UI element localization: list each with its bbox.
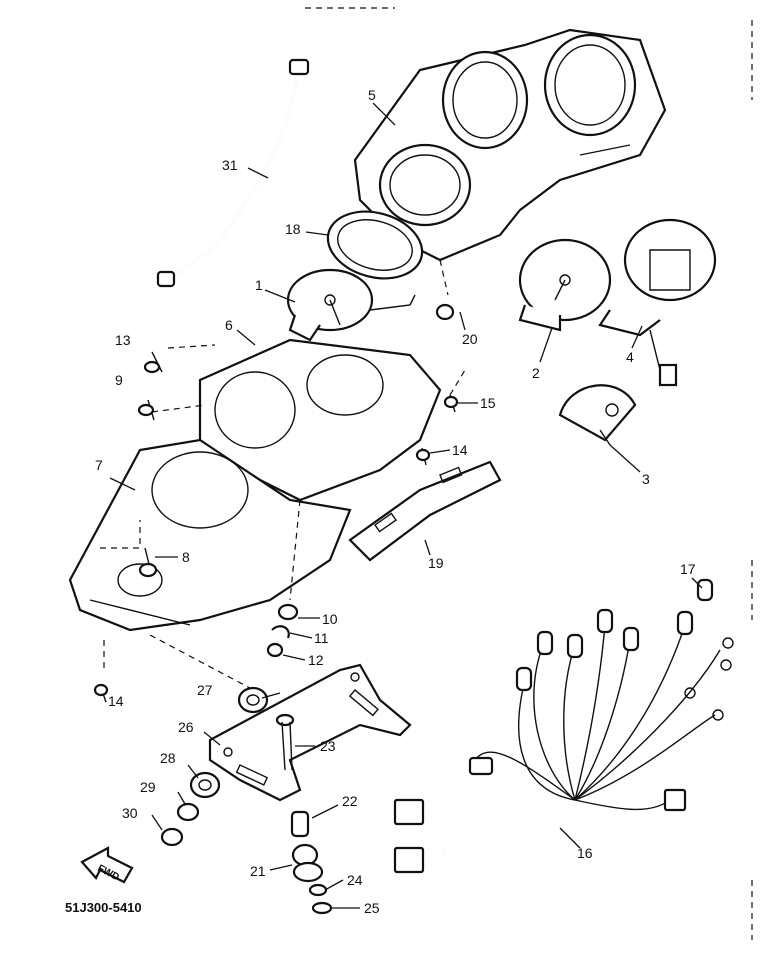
fwd-arrow: FWD	[80, 846, 134, 884]
leader-lines	[109, 102, 703, 909]
fuel-gauge	[558, 384, 637, 446]
callout-10: 10	[322, 611, 338, 627]
screw-15	[443, 394, 459, 413]
washer-29	[176, 802, 200, 822]
callout-20: 20	[462, 331, 478, 347]
callout-4: 4	[626, 349, 634, 365]
screw-14b	[93, 683, 109, 703]
lower-meter-housing	[68, 438, 352, 632]
callout-12: 12	[308, 652, 324, 668]
screw-13	[143, 351, 163, 374]
grommet-28	[189, 771, 221, 799]
callout-30: 30	[122, 805, 138, 821]
grommet-27	[237, 686, 269, 714]
callout-8: 8	[182, 549, 190, 565]
stay-bracket-26	[208, 663, 412, 802]
callout-17: 17	[680, 561, 696, 577]
bolt-23	[275, 713, 295, 771]
callout-11: 11	[314, 630, 329, 646]
callout-3: 3	[642, 471, 650, 487]
gauge-1	[286, 268, 416, 342]
screw-8	[138, 547, 158, 578]
grommet-20	[435, 303, 455, 321]
callout-28: 28	[160, 750, 176, 766]
callout-5: 5	[368, 87, 376, 103]
screw-14a	[415, 447, 431, 466]
callout-24: 24	[347, 872, 363, 888]
callout-27: 27	[197, 682, 213, 698]
callout-14a: 14	[452, 442, 468, 458]
nut-25	[311, 901, 333, 915]
collar-22	[290, 810, 310, 838]
callout-6: 6	[225, 317, 233, 333]
callout-14b: 14	[108, 693, 124, 709]
callout-7: 7	[95, 457, 103, 473]
meter-assembly	[598, 218, 717, 387]
bracket-plate-19	[348, 460, 502, 562]
callout-9: 9	[115, 372, 123, 388]
wire-harness-16	[393, 578, 734, 874]
nut-12	[266, 642, 284, 658]
callout-29: 29	[140, 779, 156, 795]
callout-labels: 31 5 18 1 6 13 9 7 8 10 11 12 14 14 15 1…	[95, 87, 696, 916]
damper-21	[291, 843, 324, 883]
callout-2: 2	[532, 365, 540, 381]
callout-13: 13	[115, 332, 131, 348]
speedometer-cable	[156, 58, 310, 288]
callout-1: 1	[255, 277, 263, 293]
clip-11	[271, 625, 290, 639]
callout-16: 16	[577, 845, 593, 861]
callout-15: 15	[480, 395, 496, 411]
washer-10	[277, 603, 299, 621]
callout-31: 31	[222, 157, 238, 173]
scan-edge-marks	[305, 7, 753, 940]
screw-9	[137, 399, 155, 421]
callout-23: 23	[320, 738, 336, 754]
callout-22: 22	[342, 793, 358, 809]
washer-24	[308, 883, 328, 897]
callout-19: 19	[428, 555, 444, 571]
callout-21: 21	[250, 863, 266, 879]
callout-18: 18	[285, 221, 301, 237]
lens-ring	[326, 210, 424, 280]
alignment-lines	[100, 259, 466, 689]
diagram-code: 51J300-5410	[65, 900, 142, 915]
nut-30	[160, 827, 184, 847]
meter-cover-housing	[353, 28, 667, 262]
callout-26: 26	[178, 719, 194, 735]
callout-25: 25	[364, 900, 380, 916]
tachometer	[518, 238, 612, 332]
